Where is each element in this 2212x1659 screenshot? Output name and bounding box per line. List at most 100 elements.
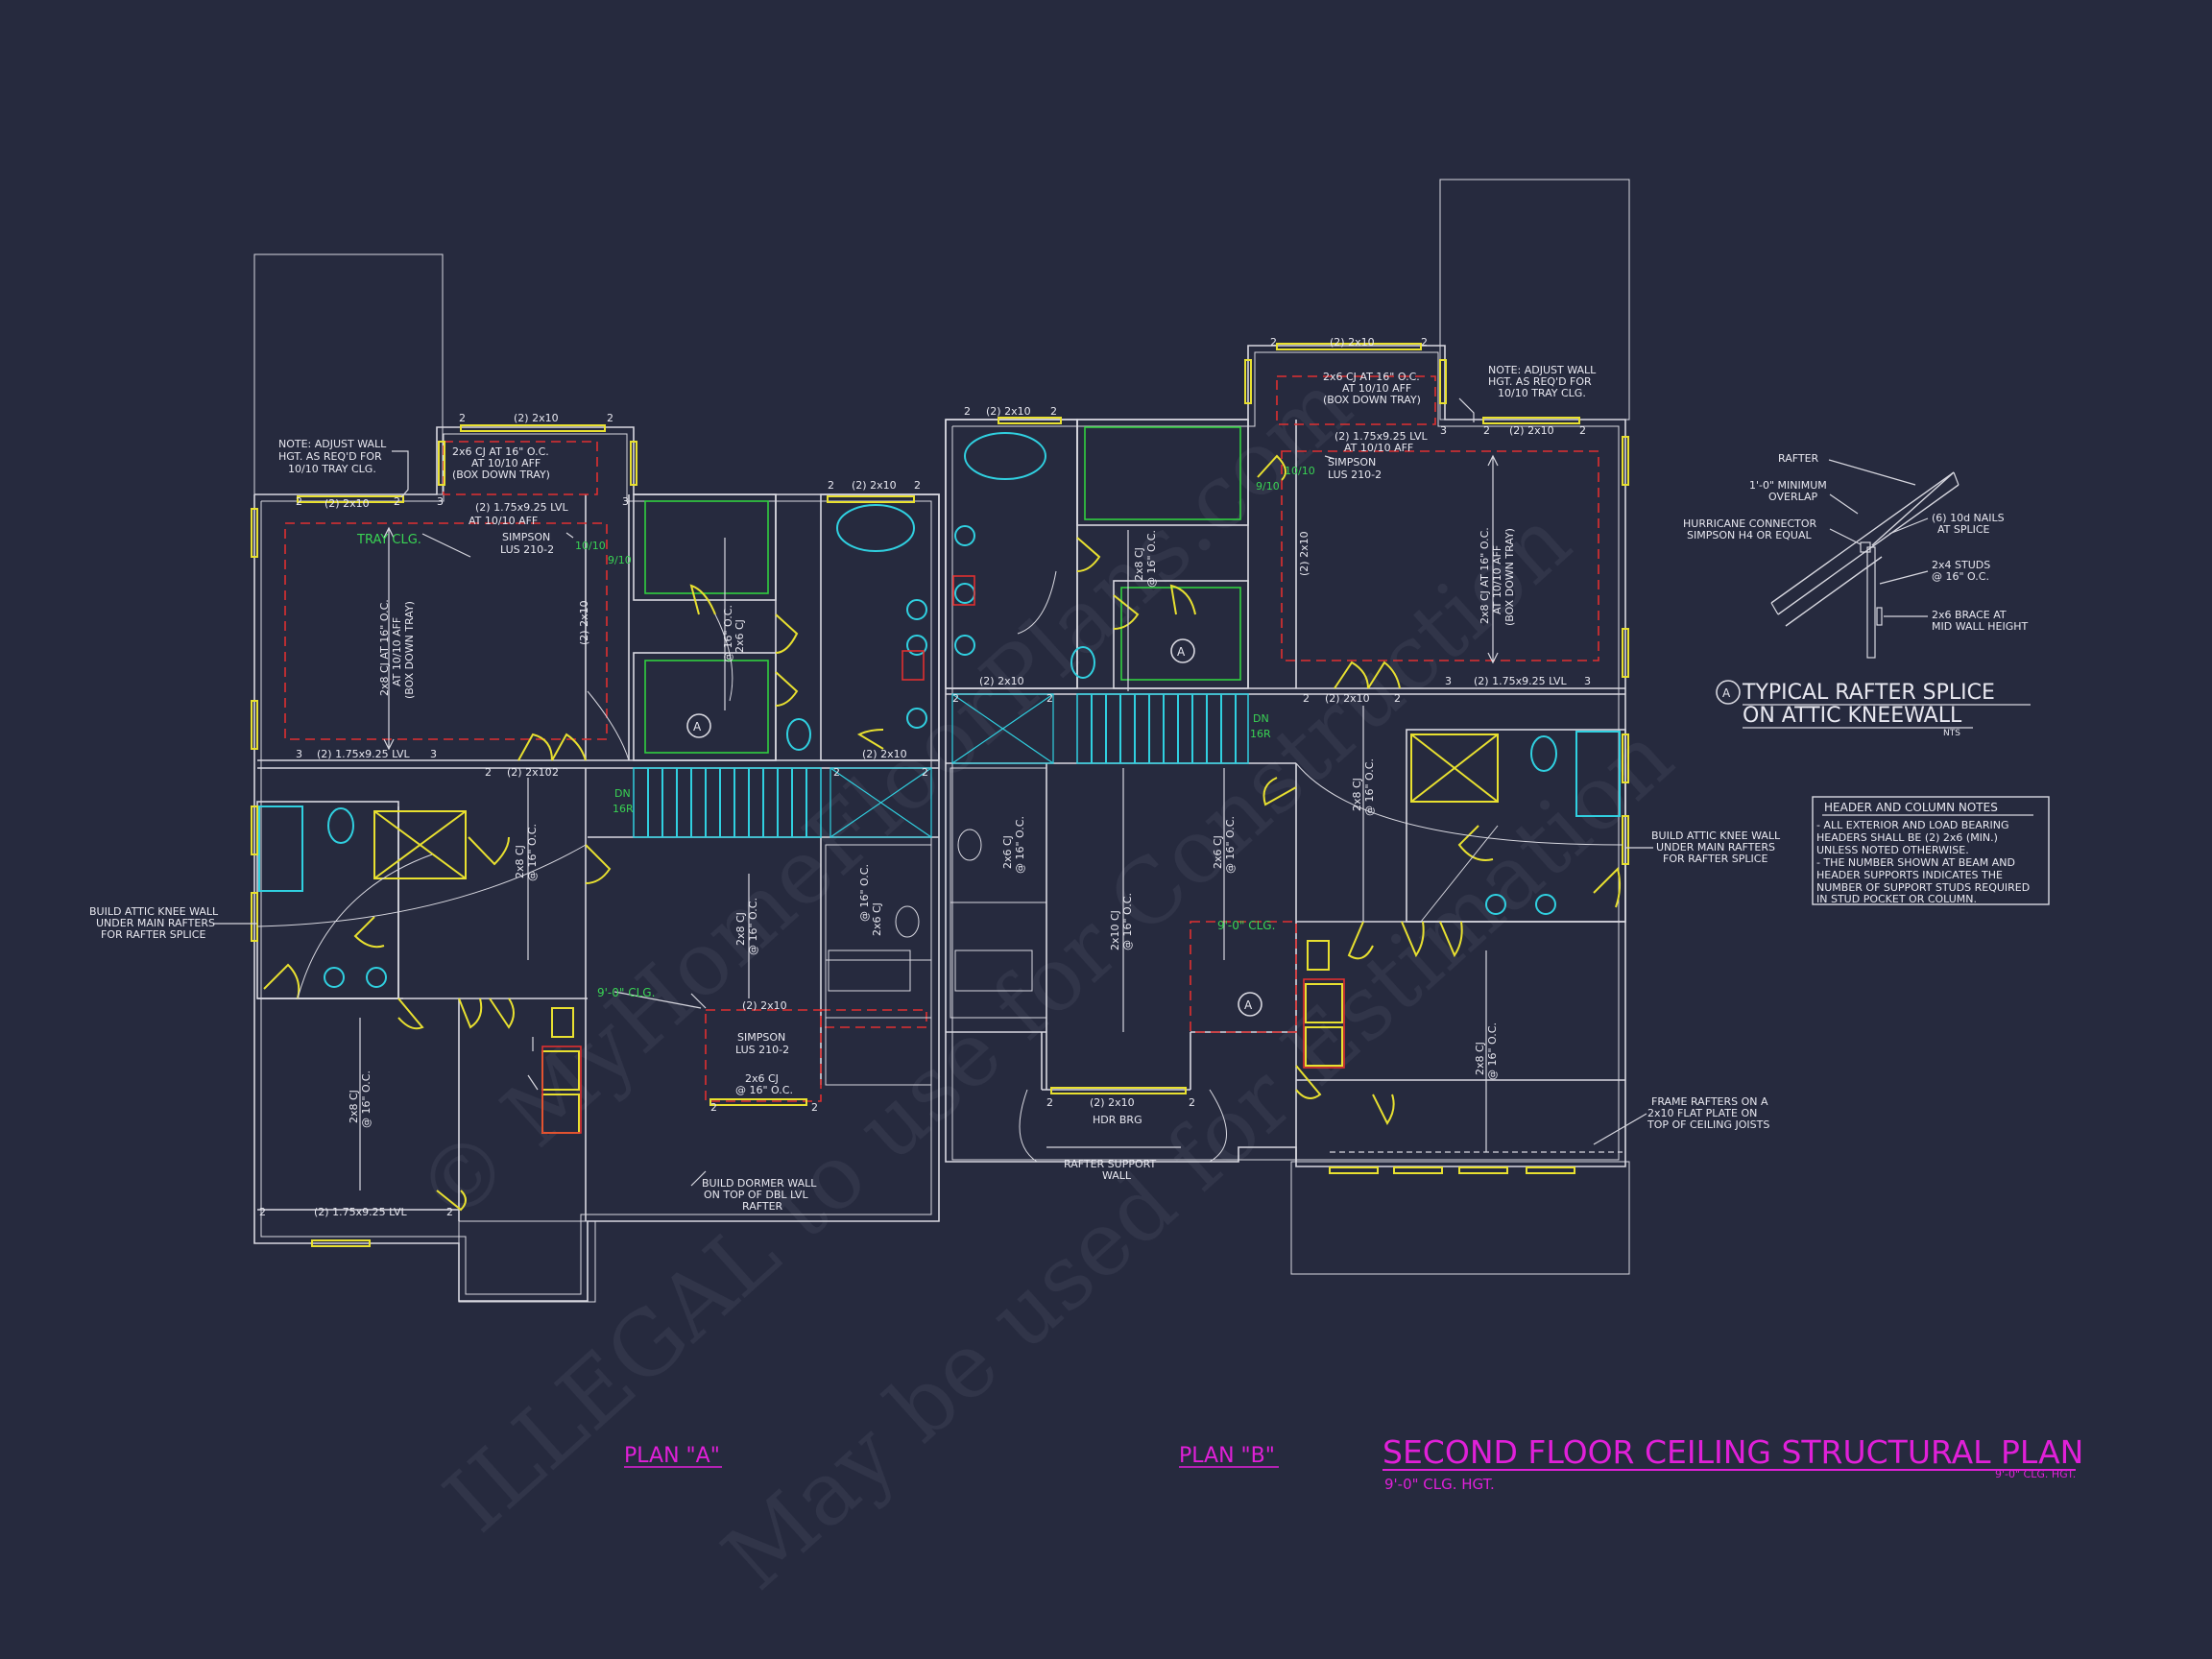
plan-b-hdr-top-2: (2) 2x10 (1330, 336, 1375, 349)
plan-a-lvl-bottom: (2) 1.75x9.25 LVL (314, 1206, 408, 1218)
plan-a-cj-center-oc: @ 16" O.C. (747, 898, 759, 955)
plan-b-toilet-right (1530, 735, 1557, 772)
plan-a-tray-cj-3: (BOX DOWN TRAY) (403, 601, 416, 699)
plan-b-section-label: A (1177, 645, 1186, 659)
header-notes-line-0: - ALL EXTERIOR AND LOAD BEARING (1816, 819, 2008, 831)
svg-text:2: 2 (446, 1206, 453, 1218)
plan-a-leaders (213, 450, 707, 1187)
plan-b-leaders (1046, 397, 1653, 1148)
plan-b-cj-bottom: 2x8 CJ (1474, 1042, 1486, 1075)
plan-a-cj-right: 2x6 CJ (871, 902, 883, 936)
plan-b-knee-2: UNDER MAIN RAFTERS (1656, 841, 1775, 854)
plan-b-frame-3: TOP OF CEILING JOISTS (1647, 1118, 1769, 1131)
plan-a-hdr-top-left: (2) 2x10 (325, 497, 370, 510)
svg-text:2: 2 (1483, 424, 1490, 437)
plan-a-lvl-2: AT 10/10 AFF (469, 515, 538, 527)
plan-a-sink-2 (906, 635, 927, 656)
plan-a-simpson-lower-2: LUS 210-2 (735, 1044, 789, 1056)
plan-a-dormer-3: RAFTER (742, 1200, 783, 1213)
plan-a-cj-bed-oc: @ 16" O.C. (360, 1070, 373, 1128)
plan-b-linen-red (952, 575, 975, 606)
plan-b-vanity-sink-1 (1485, 894, 1506, 915)
svg-text:3: 3 (430, 748, 437, 760)
plan-a-tub-3 (828, 950, 911, 992)
plan-b-cj-box-1: 2x6 CJ AT 16" O.C. (1323, 371, 1420, 383)
plan-b-tray-cj-2: AT 10/10 AFF (1491, 545, 1503, 614)
plan-b-rafter-support-2: WALL (1102, 1169, 1132, 1182)
detail-nails-2: AT SPLICE (1937, 523, 1990, 536)
plan-a-note-adjust-1: NOTE: ADJUST WALL (278, 438, 387, 450)
plan-b-window-right-1 (1622, 436, 1629, 486)
plan-a-cj-hall-oc: @ 16" O.C. (526, 824, 539, 881)
plan-a-simpson-2: LUS 210-2 (500, 543, 554, 556)
plan-b-sink-1 (954, 525, 975, 546)
plan-a-tub-left (258, 805, 303, 892)
plan-a-cj-hall: 2x8 CJ (514, 845, 526, 878)
plan-a-bathtub (836, 504, 915, 552)
plan-a-linen-red (902, 650, 925, 681)
plan-a-cj-center: 2x8 CJ (734, 912, 747, 946)
svg-text:2: 2 (459, 412, 466, 424)
plan-a-small-box (551, 1007, 574, 1038)
svg-text:2: 2 (828, 479, 834, 492)
plan-b-cj-closet: 2x8 CJ (1133, 547, 1145, 581)
plan-a-knee-1: BUILD ATTIC KNEE WALL (89, 905, 219, 918)
plan-a-toilet-3 (895, 905, 920, 938)
plan-a-window-left-1 (251, 508, 258, 558)
plan-a-swing-1 (256, 844, 587, 927)
header-notes-title: HEADER AND COLUMN NOTES (1824, 801, 1998, 814)
plan-b-bathtub (964, 432, 1046, 480)
svg-text:3: 3 (437, 495, 444, 508)
svg-text:3: 3 (1440, 424, 1447, 437)
plan-b-toilet-3 (957, 829, 982, 861)
plan-b-section-label-2: A (1244, 998, 1253, 1012)
detail-nails-1: (6) 10d NAILS (1932, 512, 2005, 524)
svg-text:2: 2 (952, 692, 959, 705)
plan-b-cj-left: 2x6 CJ (1001, 835, 1014, 869)
plan-b-window-right-3 (1622, 733, 1629, 783)
detail-brace-1: 2x6 BRACE AT (1932, 609, 2007, 621)
svg-text:2: 2 (811, 1101, 818, 1114)
plan-a-hdr-top-mid: (2) 2x10 (514, 412, 559, 424)
plan-b-sink-3 (954, 635, 975, 656)
plan-a-exterior-wall-inner (260, 433, 932, 1295)
plan-b-chase (951, 693, 1054, 764)
plan-b-title: PLAN "B" (1179, 1444, 1275, 1468)
plan-a: A NOTE: ADJUST WALL HGT. AS REQ'D FOR 10… (89, 253, 940, 1303)
plan-b-window-bottom-4 (1526, 1166, 1575, 1174)
plan-a-hdr-v: (2) 2x10 (578, 600, 590, 645)
plan-b-hdr-bottom: (2) 2x10 (1090, 1096, 1135, 1109)
plan-b-tub-3 (954, 950, 1033, 992)
sheet-subtitle-left: 9'-0" CLG. HGT. (1384, 1476, 1495, 1493)
plan-a-closet-2-shelf (644, 660, 769, 754)
plan-a-cj-box-2: AT 10/10 AFF (471, 457, 541, 469)
detail-brace (1876, 607, 1883, 626)
plan-a-laundry-red (541, 1046, 582, 1134)
plan-a-closet-2 (633, 652, 777, 761)
plan-b-laundry-red (1303, 978, 1345, 1069)
plan-a-lvl-1: (2) 1.75x9.25 LVL (475, 501, 569, 514)
plan-a-val-1010: 10/10 (575, 540, 606, 552)
plan-a-val-910: 9/10 (608, 554, 632, 566)
plan-a-support-counts: 2 2 3 2 2 3 2 2 3 3 2 2 2 2 2 2 2 2 (259, 412, 928, 1218)
plan-b-cj-box-3: (BOX DOWN TRAY) (1323, 394, 1421, 406)
plan-a-tray-zone (284, 522, 608, 740)
plan-a-note-adjust-3: 10/10 TRAY CLG. (288, 463, 376, 475)
plan-a-clg9: 9'-0" CLG. (597, 986, 655, 999)
svg-text:2: 2 (1421, 336, 1428, 349)
detail-studs-1: 2x4 STUDS (1932, 559, 1990, 571)
plan-a-window-left-3 (251, 805, 258, 855)
plan-b-toilet-1 (1070, 646, 1095, 679)
plan-b-window-side (1244, 359, 1252, 404)
plan-b-garage-outline-2 (1290, 1161, 1630, 1275)
plan-b-small-box (1307, 940, 1330, 971)
plan-b-box-tray-zone (1276, 375, 1436, 425)
plan-b-frame-1: FRAME RAFTERS ON A (1651, 1095, 1768, 1108)
plan-a-hdr-lower: (2) 2x10 (742, 999, 787, 1012)
plan-b-window-top-2 (1276, 343, 1422, 350)
plan-b-lvl-1: (2) 1.75x9.25 LVL (1334, 430, 1429, 443)
svg-text:2: 2 (552, 766, 559, 779)
plan-b-cj-right: 2x8 CJ (1351, 778, 1363, 811)
svg-text:2: 2 (1579, 424, 1586, 437)
